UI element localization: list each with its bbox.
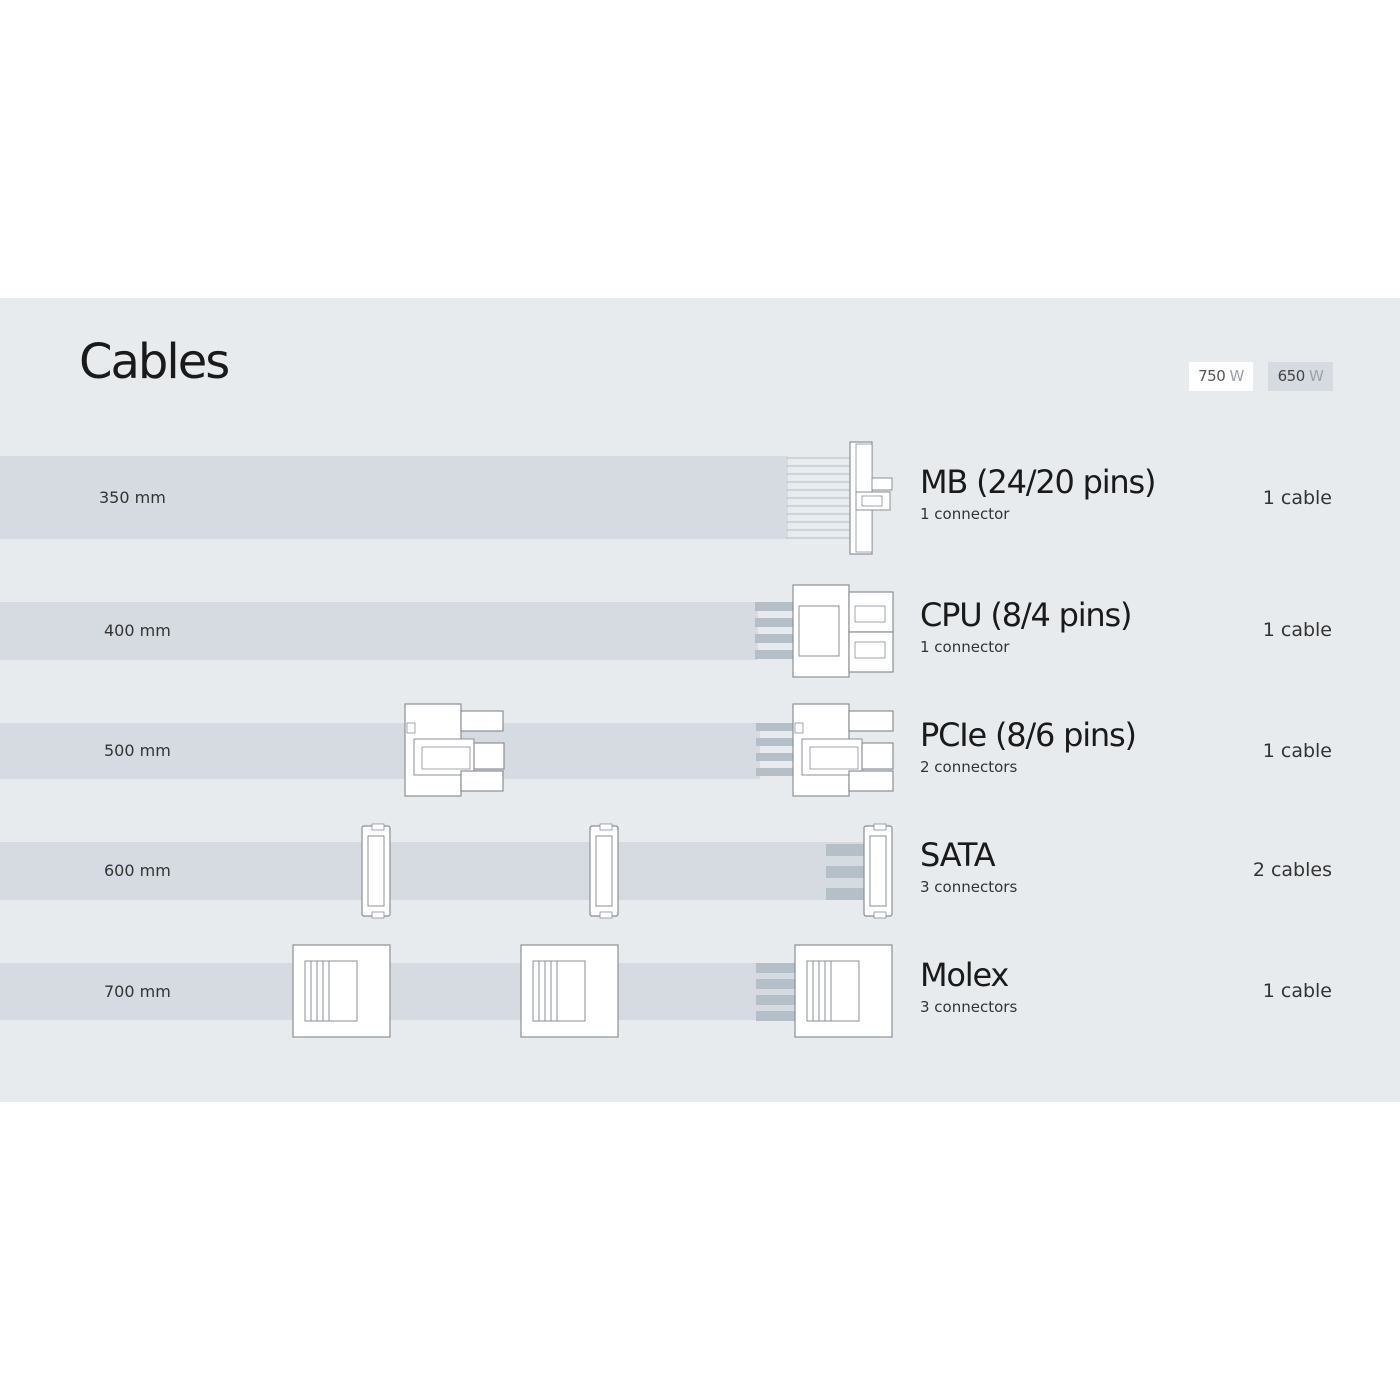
cable-name: Molex <box>920 956 1009 994</box>
sata-connector-icon <box>826 823 893 919</box>
cable-bar-sata <box>0 842 868 900</box>
cable-length: 500 mm <box>104 741 171 760</box>
pcie-8pin-connector-icon <box>756 703 894 797</box>
pcie-8pin-connector-icon <box>404 703 505 797</box>
wattage-unit: W <box>1309 367 1324 385</box>
molex-connector-icon <box>520 944 619 1038</box>
molex-connector-icon <box>292 944 391 1038</box>
wattage-value: 650 <box>1277 367 1306 385</box>
cable-name: MB (24/20 pins) <box>920 463 1156 501</box>
sata-connector-icon <box>589 823 619 919</box>
cable-length: 350 mm <box>99 488 166 507</box>
sata-connector-icon <box>361 823 391 919</box>
cpu-8pin-connector-icon <box>755 584 894 678</box>
cable-connectors: 3 connectors <box>920 998 1018 1016</box>
cable-connectors: 1 connector <box>920 505 1010 523</box>
cable-length: 700 mm <box>104 982 171 1001</box>
cable-count: 2 cables <box>1252 859 1332 881</box>
cable-bar-cpu <box>0 602 758 660</box>
cable-bar-pcie <box>0 723 760 779</box>
page-title: Cables <box>79 334 230 390</box>
wattage-750-button[interactable]: 750 W <box>1189 362 1253 391</box>
cable-count: 1 cable <box>1262 487 1332 509</box>
cable-count: 1 cable <box>1262 980 1332 1002</box>
cable-name: CPU (8/4 pins) <box>920 596 1132 634</box>
mb-24pin-connector-icon <box>786 441 893 555</box>
cable-bar-mb <box>0 456 788 539</box>
cable-length: 400 mm <box>104 621 171 640</box>
wattage-value: 750 <box>1198 367 1226 385</box>
wattage-unit: W <box>1229 367 1245 385</box>
cable-bar-molex <box>0 963 798 1020</box>
cable-connectors: 3 connectors <box>920 878 1018 896</box>
cable-count: 1 cable <box>1262 619 1332 641</box>
wattage-650-button[interactable]: 650 W <box>1268 362 1333 391</box>
molex-connector-icon <box>756 944 893 1038</box>
cable-name: SATA <box>920 836 996 874</box>
cable-name: PCIe (8/6 pins) <box>920 716 1137 754</box>
cable-length: 600 mm <box>104 861 171 880</box>
cable-connectors: 1 connector <box>920 638 1010 656</box>
cable-connectors: 2 connectors <box>920 758 1018 776</box>
cable-count: 1 cable <box>1262 740 1332 762</box>
